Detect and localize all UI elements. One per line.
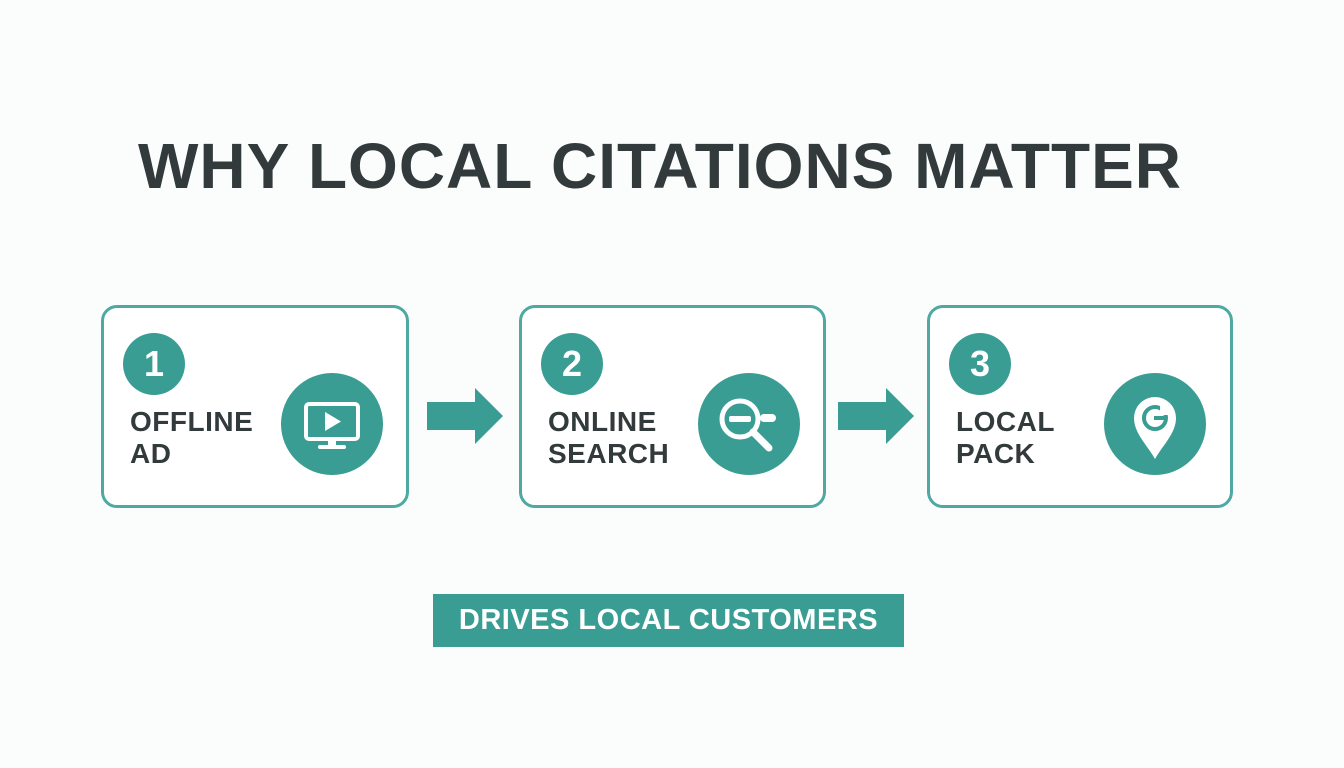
arrow-right-icon [427,388,503,444]
step-label-line-2: SEARCH [548,438,670,469]
step-label-line-2: PACK [956,438,1036,469]
arrow-right-icon [838,388,914,444]
step-label: LOCAL PACK [956,406,1055,470]
step-label-line-1: ONLINE [548,406,657,437]
step-card-offline-ad: 1 OFFLINE AD [101,305,409,508]
outcome-banner: DRIVES LOCAL CUSTOMERS [433,594,904,647]
step-number-badge: 3 [949,333,1011,395]
map-pin-g-icon [1104,373,1206,475]
search-icon [698,373,800,475]
step-label-line-1: LOCAL [956,406,1055,437]
step-card-local-pack: 3 LOCAL PACK [927,305,1233,508]
page-title: WHY LOCAL CITATIONS MATTER [138,130,1182,202]
tv-play-icon [281,373,383,475]
step-label: OFFLINE AD [130,406,253,470]
step-number-badge: 1 [123,333,185,395]
step-label-line-1: OFFLINE [130,406,254,437]
step-card-online-search: 2 ONLINE SEARCH [519,305,826,508]
step-label: ONLINE SEARCH [548,406,669,470]
step-number-badge: 2 [541,333,603,395]
step-label-line-2: AD [130,438,172,469]
